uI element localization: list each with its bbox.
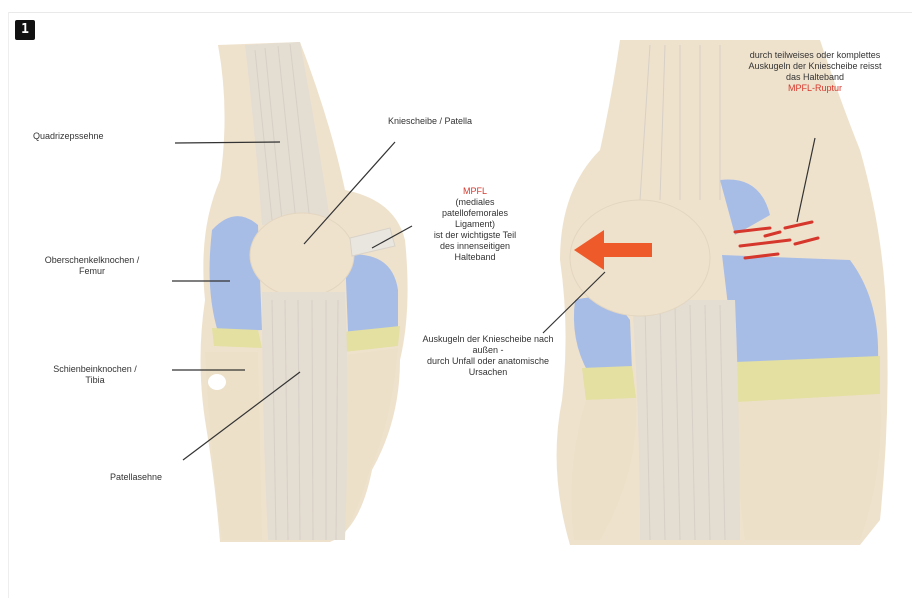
label-rupture: durch teilweises oder komplettes Auskuge… <box>730 50 900 94</box>
label-quadriceps-tendon: Quadrizepssehne <box>33 131 104 142</box>
label-femur: Oberschenkelknochen / Femur <box>32 255 152 277</box>
label-dislocation-line1: Auskugeln der Kniescheibe nach <box>408 334 568 345</box>
label-dislocation-line2: außen - <box>408 345 568 356</box>
label-mpfl-line5: des innenseitigen <box>420 241 530 252</box>
label-mpfl-line2: patellofemorales <box>420 208 530 219</box>
label-rupture-title: MPFL-Ruptur <box>730 83 900 94</box>
label-patella: Kniescheibe / Patella <box>388 116 472 127</box>
label-dislocation: Auskugeln der Kniescheibe nach außen - d… <box>408 334 568 378</box>
right-knee <box>543 40 888 545</box>
label-rupture-line1: durch teilweises oder komplettes <box>730 50 900 61</box>
label-tibia-line2: Tibia <box>36 375 154 386</box>
left-patella <box>250 213 354 297</box>
label-mpfl: MPFL (mediales patellofemorales Ligament… <box>420 186 530 263</box>
left-knee <box>172 42 412 542</box>
label-femur-line2: Femur <box>32 266 152 277</box>
label-mpfl-line3: Ligament) <box>420 219 530 230</box>
label-rupture-line2: Auskugeln der Kniescheibe reisst <box>730 61 900 72</box>
label-mpfl-line4: ist der wichtigste Teil <box>420 230 530 241</box>
left-patellar-tendon <box>262 292 348 540</box>
label-rupture-line3: das Halteband <box>730 72 900 83</box>
label-mpfl-title: MPFL <box>420 186 530 197</box>
label-mpfl-line6: Halteband <box>420 252 530 263</box>
label-dislocation-line3: durch Unfall oder anatomische <box>408 356 568 367</box>
label-dislocation-line4: Ursachen <box>408 367 568 378</box>
label-tibia: Schienbeinknochen / Tibia <box>36 364 154 386</box>
label-patellar-tendon: Patellasehne <box>110 472 162 483</box>
left-cartilage-medial <box>210 216 262 332</box>
label-tibia-line1: Schienbeinknochen / <box>36 364 154 375</box>
label-mpfl-line1: (mediales <box>420 197 530 208</box>
label-femur-line1: Oberschenkelknochen / <box>32 255 152 266</box>
